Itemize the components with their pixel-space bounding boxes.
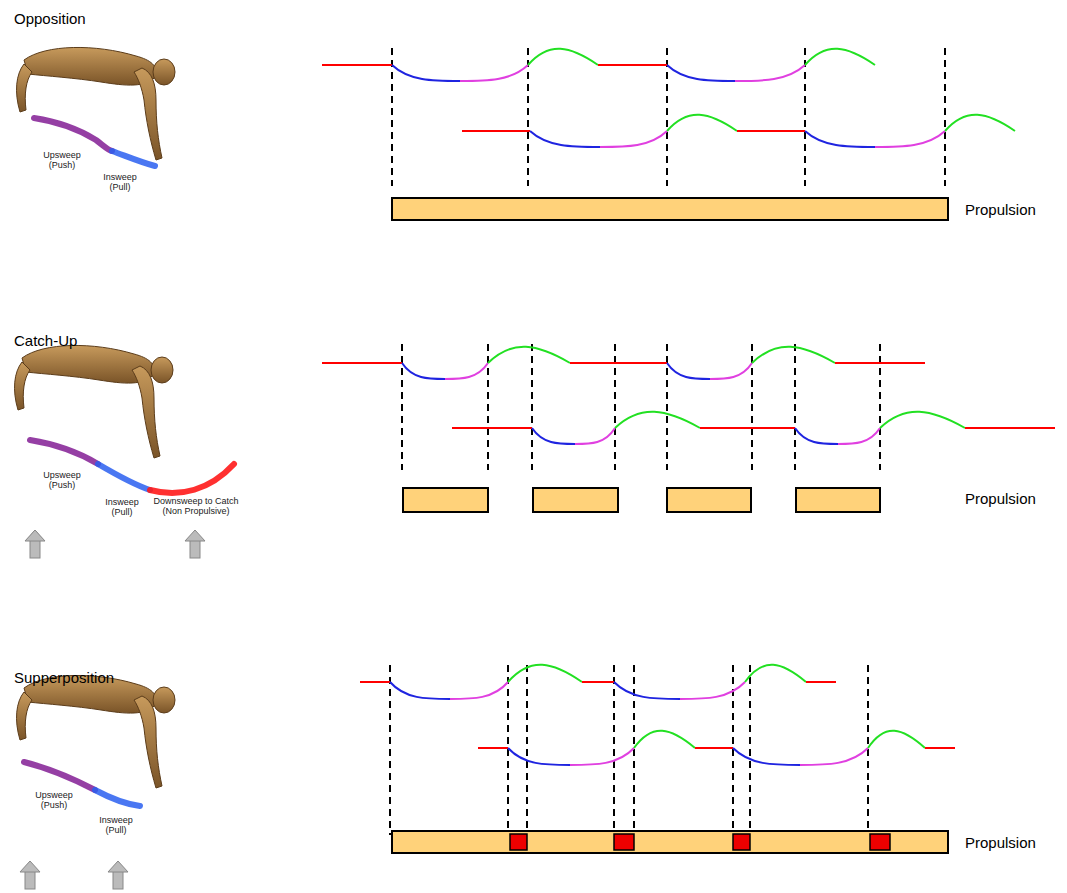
timing-curve [450, 682, 508, 699]
stroke-phase-label: Insweep (Pull) [93, 815, 139, 836]
section-title: Supperposition [14, 669, 114, 686]
timing-curve [745, 665, 806, 682]
timing-curve [805, 131, 875, 147]
timing-curve [530, 131, 600, 147]
propulsion-gap [510, 834, 527, 850]
timing-curve [322, 362, 402, 364]
stroke-timing [322, 48, 1055, 853]
phase-divider [794, 344, 796, 470]
timing-curve [835, 362, 925, 364]
propulsion-bar [403, 488, 488, 512]
timing-curve [478, 747, 508, 749]
timing-curve [634, 731, 695, 748]
timing-curve [570, 362, 667, 364]
propulsion-bar [667, 488, 751, 512]
timing-curve [360, 681, 390, 683]
timing-curve [528, 49, 598, 65]
timing-curve [452, 427, 532, 429]
timing-curve [868, 731, 925, 748]
stroke-phase-label: Downsweep to Catch (Non Propulsive) [146, 496, 246, 517]
timing-curve [880, 412, 965, 428]
timing-curve [445, 363, 488, 379]
propulsion-bar [392, 831, 948, 853]
timing-curve [462, 130, 530, 132]
stroke-phase-label: Upsweep (Push) [39, 470, 85, 491]
section-title: Opposition [14, 10, 86, 27]
timing-curve [614, 682, 680, 699]
timing-curve [667, 363, 710, 379]
timing-curve [582, 681, 614, 683]
timing-curve [575, 428, 615, 444]
propulsion-gap [870, 834, 890, 850]
timing-curve [925, 747, 955, 749]
axis-label: Propulsion [965, 834, 1036, 851]
stroke-phase-label: Insweep (Pull) [97, 172, 143, 193]
section-title: Catch-Up [14, 332, 77, 349]
propulsion-gap [614, 834, 634, 850]
phase-divider [391, 48, 393, 186]
timing-curve [402, 363, 445, 379]
timing-curve [737, 130, 805, 132]
timing-curve [532, 428, 575, 444]
timing-curve [508, 748, 570, 765]
swimmer-figure [15, 345, 234, 558]
phase-divider [749, 665, 751, 835]
timing-curve [695, 747, 733, 749]
timing-curve [392, 65, 460, 81]
timing-curve [710, 363, 752, 379]
timing-curve [615, 412, 700, 428]
propulsion-bar [392, 198, 948, 220]
phase-divider [666, 48, 668, 186]
stroke-phase-label: Upsweep (Push) [31, 790, 77, 811]
stroke-phase-label: Insweep (Pull) [99, 497, 145, 518]
timing-curve [965, 427, 1055, 429]
phase-divider [804, 48, 806, 186]
phase-divider [613, 665, 615, 835]
timing-curve [945, 115, 1015, 131]
timing-curve [875, 131, 945, 147]
timing-curve [390, 682, 450, 699]
axis-label: Propulsion [965, 490, 1036, 507]
timing-curve [460, 65, 528, 81]
timing-curve [795, 428, 838, 444]
timing-curve [680, 682, 745, 699]
phase-divider [531, 344, 533, 470]
swimmer-figure [17, 47, 175, 166]
timing-curve [322, 64, 392, 66]
timing-curve [667, 65, 735, 81]
timing-curve [735, 65, 805, 81]
propulsion-gap [733, 834, 750, 850]
timing-curve [570, 748, 634, 765]
timing-curve [733, 748, 800, 765]
timing-curve [752, 347, 835, 363]
timing-curve [805, 49, 875, 65]
timing-curve [600, 131, 667, 147]
phase-divider [389, 665, 391, 835]
axis-label: Propulsion [965, 201, 1036, 218]
swimmer-figure [17, 675, 175, 889]
timing-curve [667, 115, 737, 131]
timing-curve [838, 428, 880, 444]
phase-divider [527, 48, 529, 186]
stroke-phase-label: Upsweep (Push) [39, 150, 85, 171]
timing-curve [598, 64, 667, 66]
timing-curve [488, 347, 570, 363]
propulsion-bar [796, 488, 880, 512]
timing-curve [700, 427, 795, 429]
propulsion-bar [533, 488, 618, 512]
timing-curve [800, 748, 868, 765]
timing-curve [508, 665, 582, 682]
phase-divider [944, 48, 946, 186]
phase-divider [526, 665, 528, 835]
timing-curve [806, 681, 836, 683]
